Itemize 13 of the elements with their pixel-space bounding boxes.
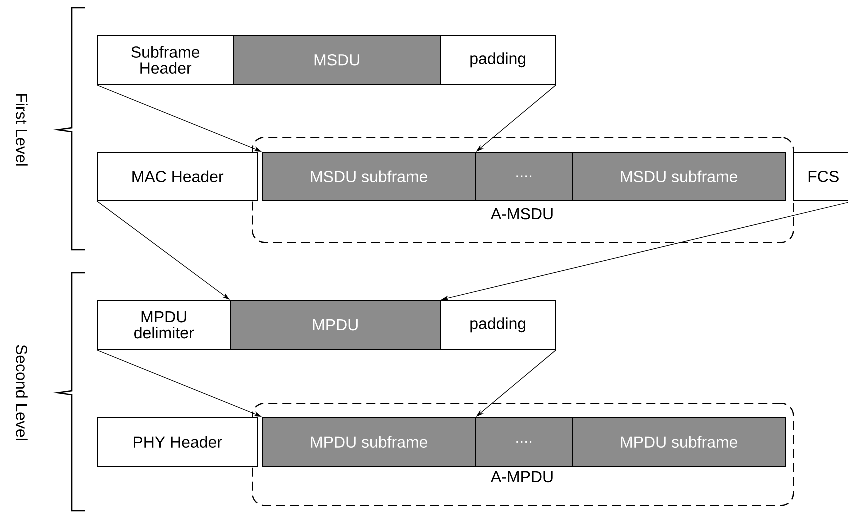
level-label: First Level xyxy=(16,94,28,166)
field-box: Subframe Header xyxy=(97,35,234,86)
payload-box: .... xyxy=(475,417,574,468)
payload-box: MPDU xyxy=(230,300,442,350)
field-box: padding xyxy=(440,35,556,86)
field-box: MAC Header xyxy=(97,152,258,202)
level-label: Second Level xyxy=(16,345,28,440)
field-box: MPDU delimiter xyxy=(97,300,232,350)
field-box: FCS xyxy=(793,152,848,202)
payload-box: MSDU xyxy=(233,35,442,86)
field-box: padding xyxy=(440,300,556,350)
field-box: PHY Header xyxy=(97,417,258,468)
payload-box: .... xyxy=(475,152,574,202)
